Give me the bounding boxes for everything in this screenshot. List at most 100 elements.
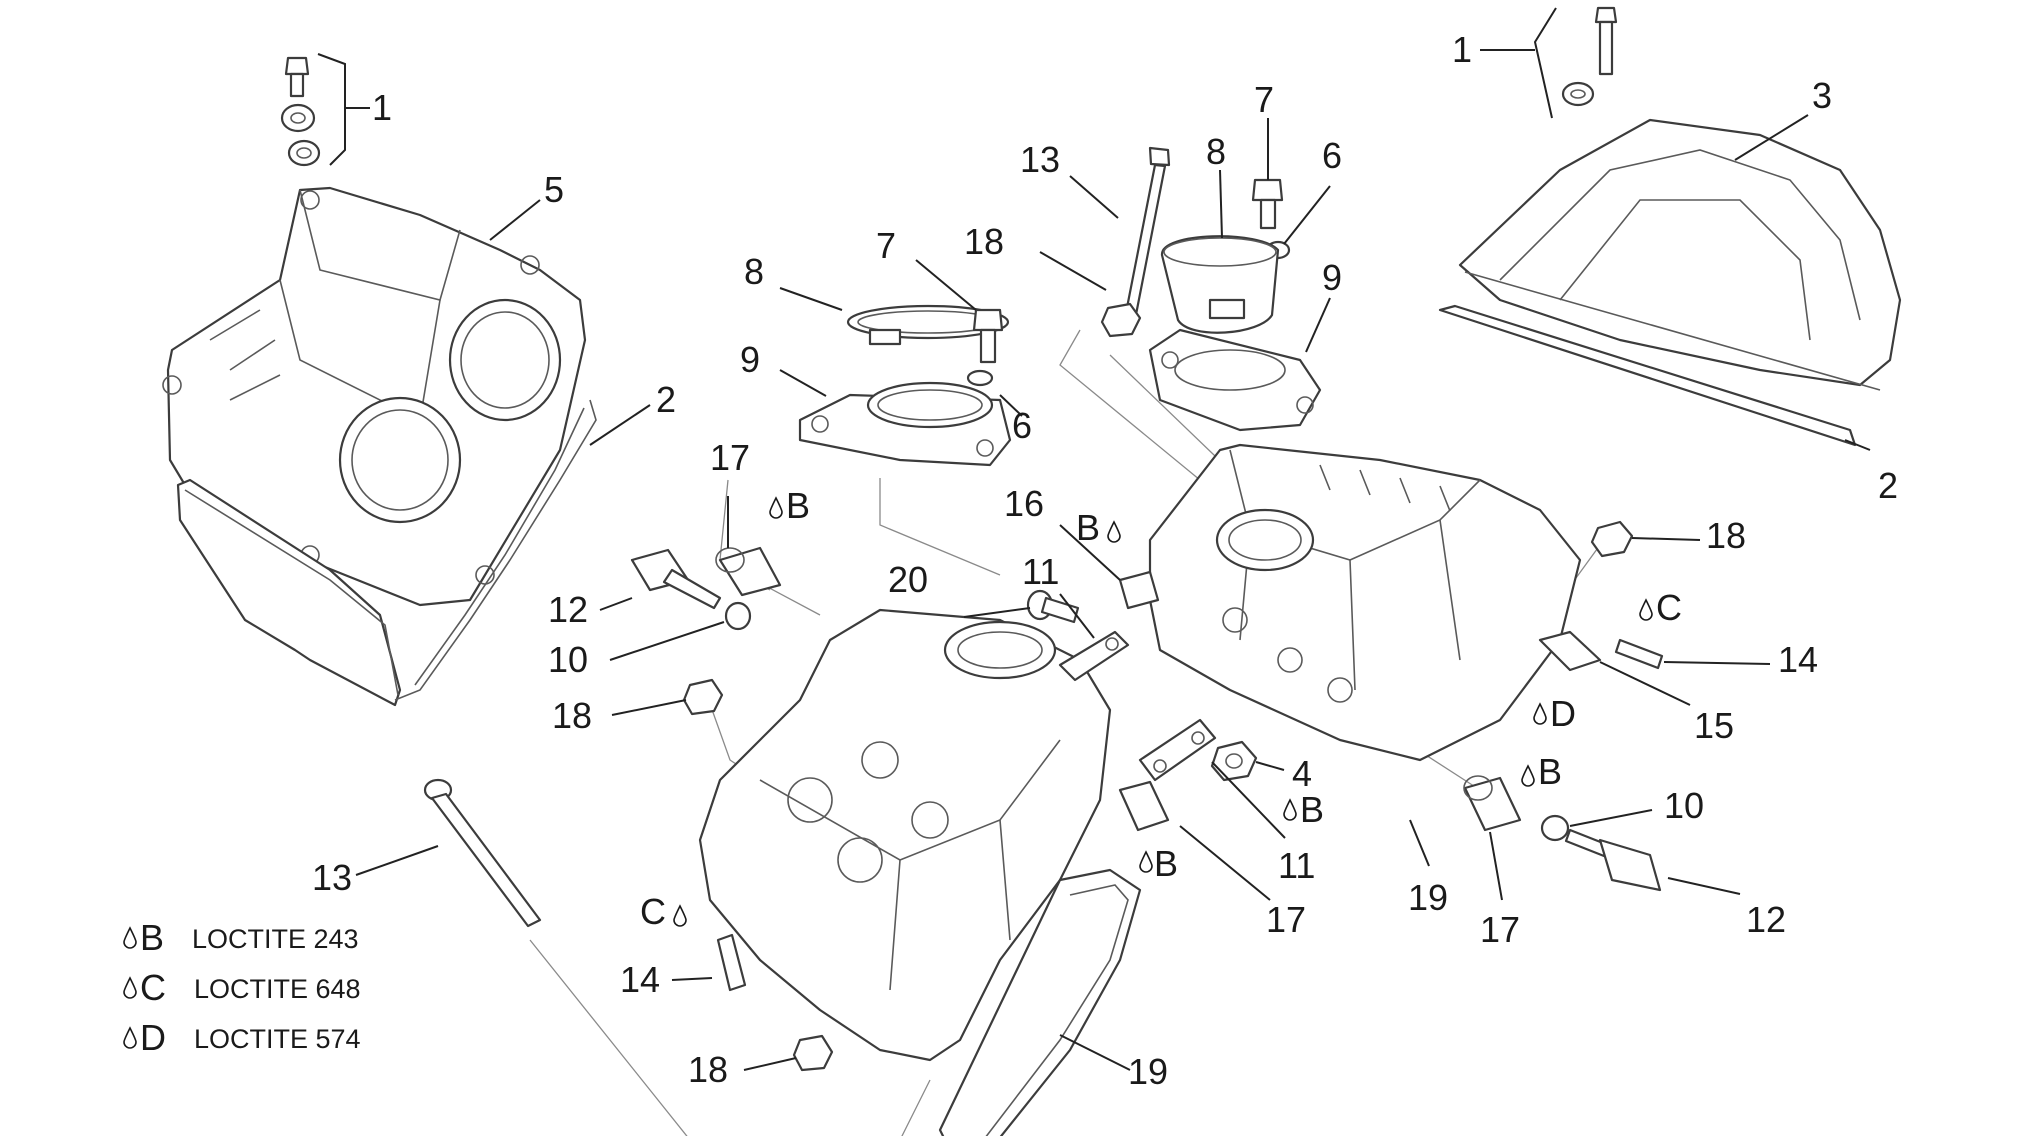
callout-17-upper-left: 17 — [710, 437, 750, 478]
bracket-11-lower — [1138, 718, 1217, 782]
marker-c-2: C — [640, 891, 687, 932]
svg-text:B: B — [1154, 843, 1178, 884]
callout-1-left: 1 — [372, 87, 392, 128]
leader-lines — [317, 7, 1871, 1071]
svg-text:D: D — [140, 1017, 166, 1058]
callout-12-left: 12 — [548, 589, 588, 630]
callout-15: 15 — [1694, 705, 1734, 746]
flange-nut-left — [682, 678, 724, 716]
callout-18-lower: 18 — [688, 1049, 728, 1090]
callout-2-left: 2 — [656, 379, 676, 420]
callout-19-right: 19 — [1408, 877, 1448, 918]
screw-left-intake — [972, 308, 1004, 364]
svg-text:LOCTITE 574: LOCTITE 574 — [194, 1024, 361, 1054]
callout-5: 5 — [544, 169, 564, 210]
fitting-15 — [1538, 630, 1602, 672]
temp-sensor-right — [1564, 828, 1662, 892]
marker-d-1: D — [1533, 693, 1576, 734]
marker-b-2: B — [1076, 507, 1121, 548]
valve-cover-left — [162, 186, 587, 607]
marker-c-1: C — [1639, 587, 1682, 628]
bracket-11-upper — [1058, 630, 1130, 682]
gasket-right — [1438, 304, 1857, 447]
callout-8-left: 8 — [744, 251, 764, 292]
intake-flange-left — [798, 381, 1012, 467]
callout-18-upper: 18 — [964, 221, 1004, 262]
callout-14-right: 14 — [1778, 639, 1818, 680]
loctite-legend: B LOCTITE 243 C LOCTITE 648 D LOCTITE 57… — [123, 917, 361, 1058]
callout-14-left: 14 — [620, 959, 660, 1000]
marker-b-1: B — [769, 485, 810, 526]
long-bolt-lower — [423, 778, 542, 928]
svg-text:B: B — [1300, 789, 1324, 830]
callout-3: 3 — [1812, 75, 1832, 116]
callout-10-left: 10 — [548, 639, 588, 680]
callout-12-right: 12 — [1746, 899, 1786, 940]
callout-4: 4 — [1292, 753, 1312, 794]
callout-13-lower: 13 — [312, 857, 352, 898]
callout-7-right: 7 — [1254, 79, 1274, 120]
svg-text:B: B — [786, 485, 810, 526]
head-gasket-left — [938, 868, 1142, 1136]
callout-9-left: 9 — [740, 339, 760, 380]
svg-text:B: B — [1076, 507, 1100, 548]
sealing-washer-left — [724, 601, 752, 631]
nut-4 — [1210, 740, 1258, 782]
callout-19-left: 19 — [1128, 1051, 1168, 1092]
svg-text:C: C — [640, 891, 666, 932]
svg-text:B: B — [140, 917, 164, 958]
washer-left-intake — [966, 369, 994, 387]
svg-text:B: B — [1538, 751, 1562, 792]
sealing-washer-right — [1540, 814, 1570, 842]
callout-17-right: 17 — [1480, 909, 1520, 950]
screw-set-left — [280, 56, 321, 167]
hose-clamp-left — [846, 304, 1010, 346]
temp-sensor-left — [630, 548, 722, 610]
callout-18-left: 18 — [552, 695, 592, 736]
valve-cover-right — [1458, 118, 1902, 391]
callout-6-left: 6 — [1012, 405, 1032, 446]
svg-text:C: C — [140, 967, 166, 1008]
long-bolt-upper — [1121, 146, 1171, 332]
callout-6-right: 6 — [1322, 135, 1342, 176]
screw-right-intake — [1251, 178, 1284, 230]
svg-text:LOCTITE 243: LOCTITE 243 — [192, 924, 359, 954]
svg-text:D: D — [1550, 693, 1576, 734]
callout-2-right: 2 — [1878, 465, 1898, 506]
adhesive-markers: B B C D B B B C — [640, 485, 1682, 932]
callout-8-right: 8 — [1206, 131, 1226, 172]
callout-17-center: 17 — [1266, 899, 1306, 940]
dowel-sleeve-upper-left — [715, 546, 782, 597]
callout-labels: 1 5 2 1 3 2 13 8 7 6 9 18 7 8 6 9 17 12 … — [312, 29, 1898, 1092]
stud-right — [1614, 638, 1664, 670]
screw-set-right — [1561, 6, 1618, 107]
legend-row-c: C LOCTITE 648 — [123, 967, 361, 1008]
gasket-left — [176, 399, 597, 707]
screw-20 — [1026, 589, 1080, 624]
svg-text:C: C — [1656, 587, 1682, 628]
legend-row-d: D LOCTITE 574 — [123, 1017, 361, 1058]
flange-nut-upper — [1100, 302, 1142, 338]
flange-nut-right — [1590, 520, 1634, 558]
callout-11-lower: 11 — [1278, 845, 1315, 886]
callout-10-right: 10 — [1664, 785, 1704, 826]
marker-b-3: B — [1521, 751, 1562, 792]
callout-13-upper: 13 — [1020, 139, 1060, 180]
callout-18-right: 18 — [1706, 515, 1746, 556]
cylinder-head-left — [698, 608, 1112, 1062]
hose-clamp-right — [1160, 235, 1280, 334]
intake-flange-right — [1148, 328, 1322, 432]
dowel-sleeve-center-lower — [1118, 780, 1170, 832]
marker-b-5: B — [1139, 843, 1178, 884]
flange-nut-lower — [792, 1034, 834, 1072]
cylinder-head-right — [1148, 443, 1582, 762]
callout-1-right: 1 — [1452, 29, 1472, 70]
callout-11-upper: 11 — [1022, 551, 1059, 592]
svg-text:LOCTITE 648: LOCTITE 648 — [194, 974, 361, 1004]
callout-20: 20 — [888, 559, 928, 600]
dowel-sleeve-center-upper — [1118, 570, 1160, 610]
callout-7-left: 7 — [876, 225, 896, 266]
marker-b-4: B — [1283, 789, 1324, 830]
legend-row-b: B LOCTITE 243 — [123, 917, 359, 958]
